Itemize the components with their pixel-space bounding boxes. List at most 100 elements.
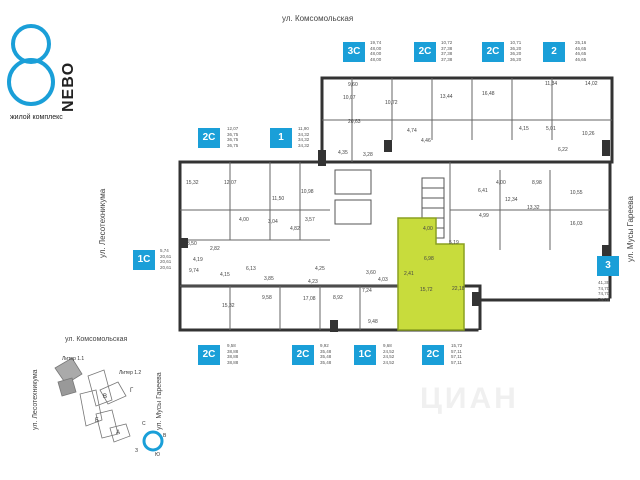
room-label: 2,82 <box>210 246 220 252</box>
room-label: 3,28 <box>363 152 373 158</box>
unit-badge[interactable]: 2С <box>292 345 314 365</box>
room-label: 14,02 <box>585 81 598 87</box>
watermark: ЦИАН <box>420 382 519 415</box>
minimap-drawing <box>54 357 131 443</box>
room-label: 22,18 <box>452 286 465 292</box>
compass-north: С <box>142 421 146 427</box>
brand-tagline: жилой комплекс <box>10 114 63 121</box>
room-label: 3,04 <box>268 219 278 225</box>
street-top: ул. Комсомольская <box>282 14 354 23</box>
room-label: 4,25 <box>315 266 325 272</box>
minimap-section: Б <box>95 418 99 424</box>
minimap-street-top: ул. Комсомольская <box>65 336 128 343</box>
room-label: 4,82 <box>290 226 300 232</box>
room-label: 4,23 <box>308 279 318 285</box>
room-label: 4,00 <box>423 226 433 232</box>
room-label: 4,74 <box>407 128 417 134</box>
room-label: 4,35 <box>338 150 348 156</box>
compass-east: В <box>163 433 167 439</box>
unit-badge[interactable]: 1 <box>270 128 292 148</box>
room-label: 10,26 <box>582 131 595 137</box>
room-label: 4,00 <box>496 180 506 186</box>
room-label: 2,41 <box>404 271 414 277</box>
room-label: 5,01 <box>546 126 556 132</box>
room-label: 12,07 <box>224 180 237 186</box>
room-label: 3,57 <box>305 217 315 223</box>
minimap-liter-a: Литер 1.1 <box>62 356 85 362</box>
room-label: 13,32 <box>527 205 540 211</box>
room-label: 4,19 <box>193 257 203 263</box>
unit-badge[interactable]: 3С <box>343 42 365 62</box>
brand-logo: NEBO <box>6 22 86 122</box>
room-label: 4,46 <box>421 138 431 144</box>
room-label: 15,32 <box>222 303 235 309</box>
room-label: 6,41 <box>478 188 488 194</box>
unit-badge[interactable]: 2С <box>482 42 504 62</box>
room-label: 7,24 <box>362 288 372 294</box>
room-label: 9,48 <box>368 319 378 325</box>
room-label: 11,34 <box>545 81 558 87</box>
room-label: 8,92 <box>333 295 343 301</box>
room-label: 15,32 <box>186 180 199 186</box>
room-label: 6,13 <box>246 266 256 272</box>
room-label: 3,85 <box>264 276 274 282</box>
room-label: 10,72 <box>385 100 398 106</box>
room-label: 10,55 <box>570 190 583 196</box>
room-label: 16,03 <box>570 221 583 227</box>
room-label: 8,98 <box>532 180 542 186</box>
room-label: 15,72 <box>420 287 433 293</box>
room-label: 6,98 <box>424 256 434 262</box>
room-label: 16,48 <box>482 91 495 97</box>
unit-badge[interactable]: 2С <box>198 128 220 148</box>
unit-badge[interactable]: 2 <box>543 42 565 62</box>
room-label: 4,00 <box>239 217 249 223</box>
unit-badge[interactable]: 2С <box>414 42 436 62</box>
room-label: 9,60 <box>348 82 358 88</box>
room-label: 3,50 <box>187 241 197 247</box>
room-label: 9,74 <box>189 268 199 274</box>
compass-icon <box>142 430 164 452</box>
room-label: 10,07 <box>343 95 356 101</box>
room-label: 4,99 <box>479 213 489 219</box>
highlighted-apartment <box>397 217 465 331</box>
room-label: 3,60 <box>366 270 376 276</box>
room-label: 6,22 <box>558 147 568 153</box>
room-label: 4,15 <box>220 272 230 278</box>
unit-badge[interactable]: 1С <box>354 345 376 365</box>
unit-badge[interactable]: 3 <box>597 256 619 276</box>
compass-west: З <box>135 448 139 454</box>
room-label: 4,03 <box>378 277 388 283</box>
room-label: 12,34 <box>505 197 518 203</box>
compass-south: Ю <box>155 452 161 458</box>
minimap-section: А <box>116 430 121 436</box>
minimap-section: В <box>103 394 108 400</box>
room-label: 4,15 <box>519 126 529 132</box>
room-label: 5,19 <box>449 240 459 246</box>
room-label: 17,08 <box>303 296 316 302</box>
minimap-liter-b: Литер 1.2 <box>119 370 142 376</box>
minimap-section: Г <box>130 388 134 394</box>
room-label: 9,58 <box>262 295 272 301</box>
unit-badge[interactable]: 2С <box>422 345 444 365</box>
logo-eight-icon <box>7 24 55 106</box>
unit-badge[interactable]: 1С <box>133 250 155 270</box>
room-label: 20,63 <box>348 119 361 125</box>
room-label: 13,44 <box>440 94 453 100</box>
unit-badge[interactable]: 2С <box>198 345 220 365</box>
site-minimap: ул. Комсомольская ул. Лесотехникума ул. … <box>0 330 200 480</box>
room-label: 10,98 <box>301 189 314 195</box>
room-label: 11,50 <box>272 196 285 202</box>
